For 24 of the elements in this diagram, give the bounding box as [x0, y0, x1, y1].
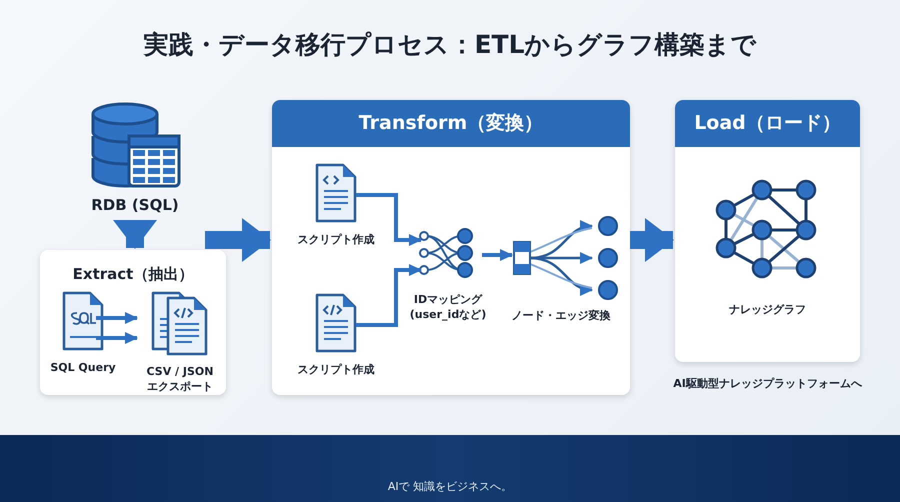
node-label: RDB (SQL)	[90, 196, 180, 215]
panel-header: Load（ロード）	[675, 100, 860, 147]
node-label: IDマッピング (user_idなど)	[408, 292, 488, 322]
node-label: CSV / JSON エクスポート	[146, 364, 214, 394]
arrow	[96, 332, 138, 344]
node-label: スクリプト作成	[296, 362, 376, 377]
transform-panel	[272, 100, 630, 395]
slogan-text: AIで 知識をビジネスへ。	[386, 480, 514, 494]
arrow	[113, 220, 157, 249]
node-label: ナレッジグラフ	[728, 302, 807, 317]
node-label: スクリプト作成	[296, 232, 376, 247]
arrow	[630, 218, 674, 262]
node-label: SQL Query	[49, 360, 117, 375]
arrow	[96, 312, 138, 324]
node-label: ノード・エッジ変換	[510, 308, 612, 323]
panel-heading: Extract（抽出）	[72, 264, 194, 284]
title: 実践・データ移行プロセス：ETLからグラフ構築まで	[142, 29, 758, 61]
arrow	[356, 264, 422, 327]
arrow	[482, 249, 513, 261]
arrow	[356, 193, 422, 246]
note-text: AI駆動型ナレッジプラットフォームへ	[672, 376, 863, 391]
arrow	[205, 218, 271, 262]
panel-header: Transform（変換）	[272, 100, 630, 147]
extract-panel	[40, 250, 226, 395]
